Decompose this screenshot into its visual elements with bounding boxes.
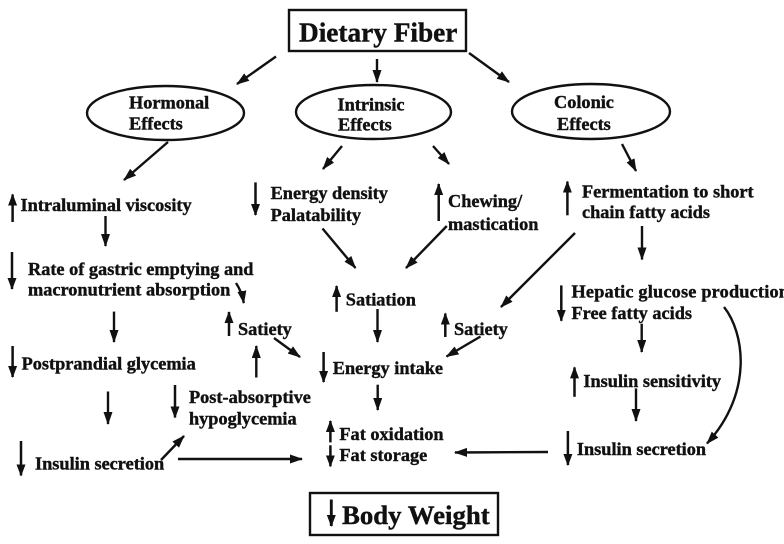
svg-text:Colonic: Colonic bbox=[554, 92, 614, 112]
svg-text:Effects: Effects bbox=[557, 114, 611, 134]
svg-text:Fat oxidation: Fat oxidation bbox=[339, 424, 443, 444]
svg-text:macronutrient absorption: macronutrient absorption bbox=[28, 280, 230, 300]
svg-text:mastication: mastication bbox=[448, 214, 538, 234]
svg-text:Effects: Effects bbox=[129, 114, 183, 134]
svg-text:Intraluminal viscosity: Intraluminal viscosity bbox=[21, 195, 192, 215]
svg-text:Insulin sensitivity: Insulin sensitivity bbox=[583, 371, 721, 391]
svg-text:Dietary Fiber: Dietary Fiber bbox=[299, 18, 457, 48]
svg-text:Rate of gastric emptying and: Rate of gastric emptying and bbox=[28, 259, 253, 279]
svg-text:Hormonal: Hormonal bbox=[129, 93, 209, 113]
svg-text:Satiety: Satiety bbox=[238, 319, 292, 339]
svg-text:Intrinsic: Intrinsic bbox=[338, 95, 405, 115]
svg-text:Fermentation to short: Fermentation to short bbox=[582, 181, 754, 201]
svg-text:Insulin secretion: Insulin secretion bbox=[35, 454, 164, 474]
svg-text:Effects: Effects bbox=[338, 115, 392, 135]
svg-text:Free fatty acids: Free fatty acids bbox=[572, 303, 692, 323]
svg-text:Palatability: Palatability bbox=[271, 205, 361, 225]
svg-text:Energy intake: Energy intake bbox=[333, 358, 443, 378]
svg-text:chain fatty acids: chain fatty acids bbox=[582, 202, 710, 222]
svg-text:Postprandial glycemia: Postprandial glycemia bbox=[22, 354, 196, 374]
svg-text:Energy density: Energy density bbox=[271, 183, 388, 203]
svg-text:Post-absorptive: Post-absorptive bbox=[189, 387, 311, 407]
svg-text:Satiation: Satiation bbox=[346, 290, 416, 310]
svg-text:Satiety: Satiety bbox=[454, 319, 508, 339]
svg-text:Fat storage: Fat storage bbox=[339, 445, 427, 465]
svg-text:Hepatic glucose production: Hepatic glucose production bbox=[572, 281, 784, 301]
svg-text:Body Weight: Body Weight bbox=[342, 500, 490, 530]
svg-text:hypoglycemia: hypoglycemia bbox=[189, 409, 297, 429]
svg-text:Insulin secretion: Insulin secretion bbox=[577, 439, 706, 459]
svg-text:Chewing/: Chewing/ bbox=[448, 191, 523, 211]
